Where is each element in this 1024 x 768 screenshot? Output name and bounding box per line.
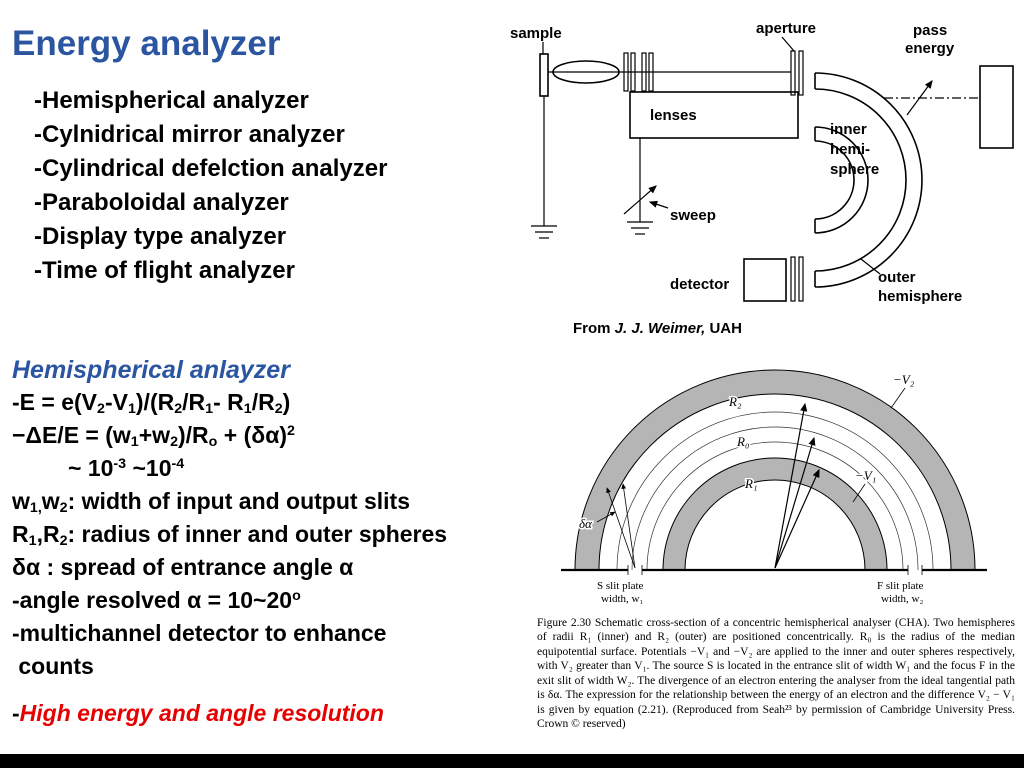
aperture-leader-line xyxy=(781,36,795,52)
ground-symbol xyxy=(627,221,653,235)
entrance-slit-plates xyxy=(790,50,804,96)
list-item: -Paraboloidal analyzer xyxy=(34,189,289,216)
inner-sphere-band xyxy=(662,457,888,571)
lens-elements xyxy=(623,52,654,92)
label-s-slit: S slit plate xyxy=(597,580,644,592)
equation-line: counts xyxy=(12,653,94,679)
ground-symbol xyxy=(531,225,557,239)
label-r1: R₁ xyxy=(744,476,757,491)
detector-box xyxy=(743,258,787,302)
label-r0: R₀ xyxy=(736,434,749,449)
label-aperture: aperture xyxy=(756,20,816,37)
sample-plate xyxy=(539,53,549,97)
pass-energy-supply-box xyxy=(979,65,1014,149)
equation-line: ~ 10-3 ~10-4 xyxy=(68,455,185,481)
exit-slit-plates xyxy=(790,256,804,302)
label-f-slit-width: width, w₂ xyxy=(881,593,924,605)
label-outer-hemisphere: hemisphere xyxy=(878,288,962,305)
label-detector: detector xyxy=(670,276,729,293)
label-inner-hemisphere: hemi- xyxy=(830,141,870,158)
trajectory-arcs xyxy=(616,411,934,571)
outer-hemisphere-leader xyxy=(860,258,881,275)
list-item: -Hemispherical analyzer xyxy=(34,87,309,114)
figure-caption: Figure 2.30 Schematic cross-section of a… xyxy=(537,617,1015,731)
list-item: -Cylnidrical mirror analyzer xyxy=(34,121,345,148)
equation-line: -angle resolved α = 10~20o xyxy=(12,587,301,613)
radius-arrow-r2 xyxy=(774,402,808,569)
section-heading: Hemispherical anlayzer xyxy=(12,356,290,384)
pass-energy-adjust-arrow xyxy=(906,80,933,116)
list-item: -Display type analyzer xyxy=(34,223,287,250)
credit-prefix: From xyxy=(573,320,615,337)
label-lenses: lenses xyxy=(650,107,697,124)
sweep-adjust-arrow xyxy=(623,185,657,215)
label-pass-energy: pass xyxy=(913,22,947,39)
bottom-bar xyxy=(0,754,1024,768)
list-item: -Cylindrical defelction analyzer xyxy=(34,155,388,182)
equation-line: -multichannel detector to enhance xyxy=(12,620,387,646)
page-title: Energy analyzer xyxy=(12,24,281,63)
label-sweep: sweep xyxy=(670,207,716,224)
equation-line: R1,R2: radius of inner and outer spheres xyxy=(12,521,448,549)
label-pass-energy: energy xyxy=(905,40,955,57)
label-inner-hemisphere: sphere xyxy=(830,161,879,178)
sweep-label-arrow xyxy=(648,200,669,209)
label-r2: R₂ xyxy=(728,394,742,409)
equation-line: -E = e(V2-V1)/(R2/R1- R1/R2) xyxy=(12,389,291,417)
v2-leader xyxy=(890,387,906,409)
label-outer-hemisphere: outer xyxy=(878,269,916,286)
slit-plate-baseline xyxy=(561,565,987,575)
credit-org: UAH xyxy=(705,320,742,337)
lenses-box xyxy=(629,91,799,139)
radius-arrow-r0 xyxy=(774,436,816,569)
cha-instrument-schematic: sample aperture pass energy lenses inner… xyxy=(510,20,1014,305)
v1-leader xyxy=(852,483,866,503)
equation-line: w1,w2: width of input and output slits xyxy=(12,488,410,516)
inner-hemisphere-arcs xyxy=(814,126,869,234)
label-minus-v2: −V₂ xyxy=(893,372,915,387)
analyzer-type-list: -Hemispherical analyzer -Cylnidrical mir… xyxy=(34,84,387,288)
equation-line: -High energy and angle resolution xyxy=(12,700,384,726)
credit-author: J. J. Weimer, xyxy=(614,320,706,337)
equation-line: −ΔE/E = (w1+w2)/Ro + (δα)2 xyxy=(12,422,295,450)
equation-lines: -E = e(V2-V1)/(R2/R1- R1/R2) −ΔE/E = (w1+… xyxy=(12,386,572,730)
divergence-fan xyxy=(606,483,636,569)
lens-ellipse xyxy=(552,60,620,84)
label-s-slit-width: width, w₁ xyxy=(601,593,644,605)
outer-hemisphere-arcs xyxy=(814,72,923,288)
label-sample: sample xyxy=(510,25,562,42)
label-inner-hemisphere: inner xyxy=(830,121,867,138)
label-f-slit: F slit plate xyxy=(877,580,924,592)
label-delta-alpha: δα xyxy=(579,516,593,531)
label-minus-v1: −V₁ xyxy=(855,468,876,483)
delta-alpha-arrow xyxy=(596,511,616,523)
equation-line: δα : spread of entrance angle α xyxy=(12,554,354,580)
cha-cross-section-figure: R₂ R₀ R₁ −V₂ −V₁ δα S slit plate width, … xyxy=(561,369,987,605)
image-credit: From J. J. Weimer, UAH xyxy=(573,320,742,337)
list-item: -Time of flight analyzer xyxy=(34,257,295,284)
radius-arrow-r1 xyxy=(774,468,820,569)
